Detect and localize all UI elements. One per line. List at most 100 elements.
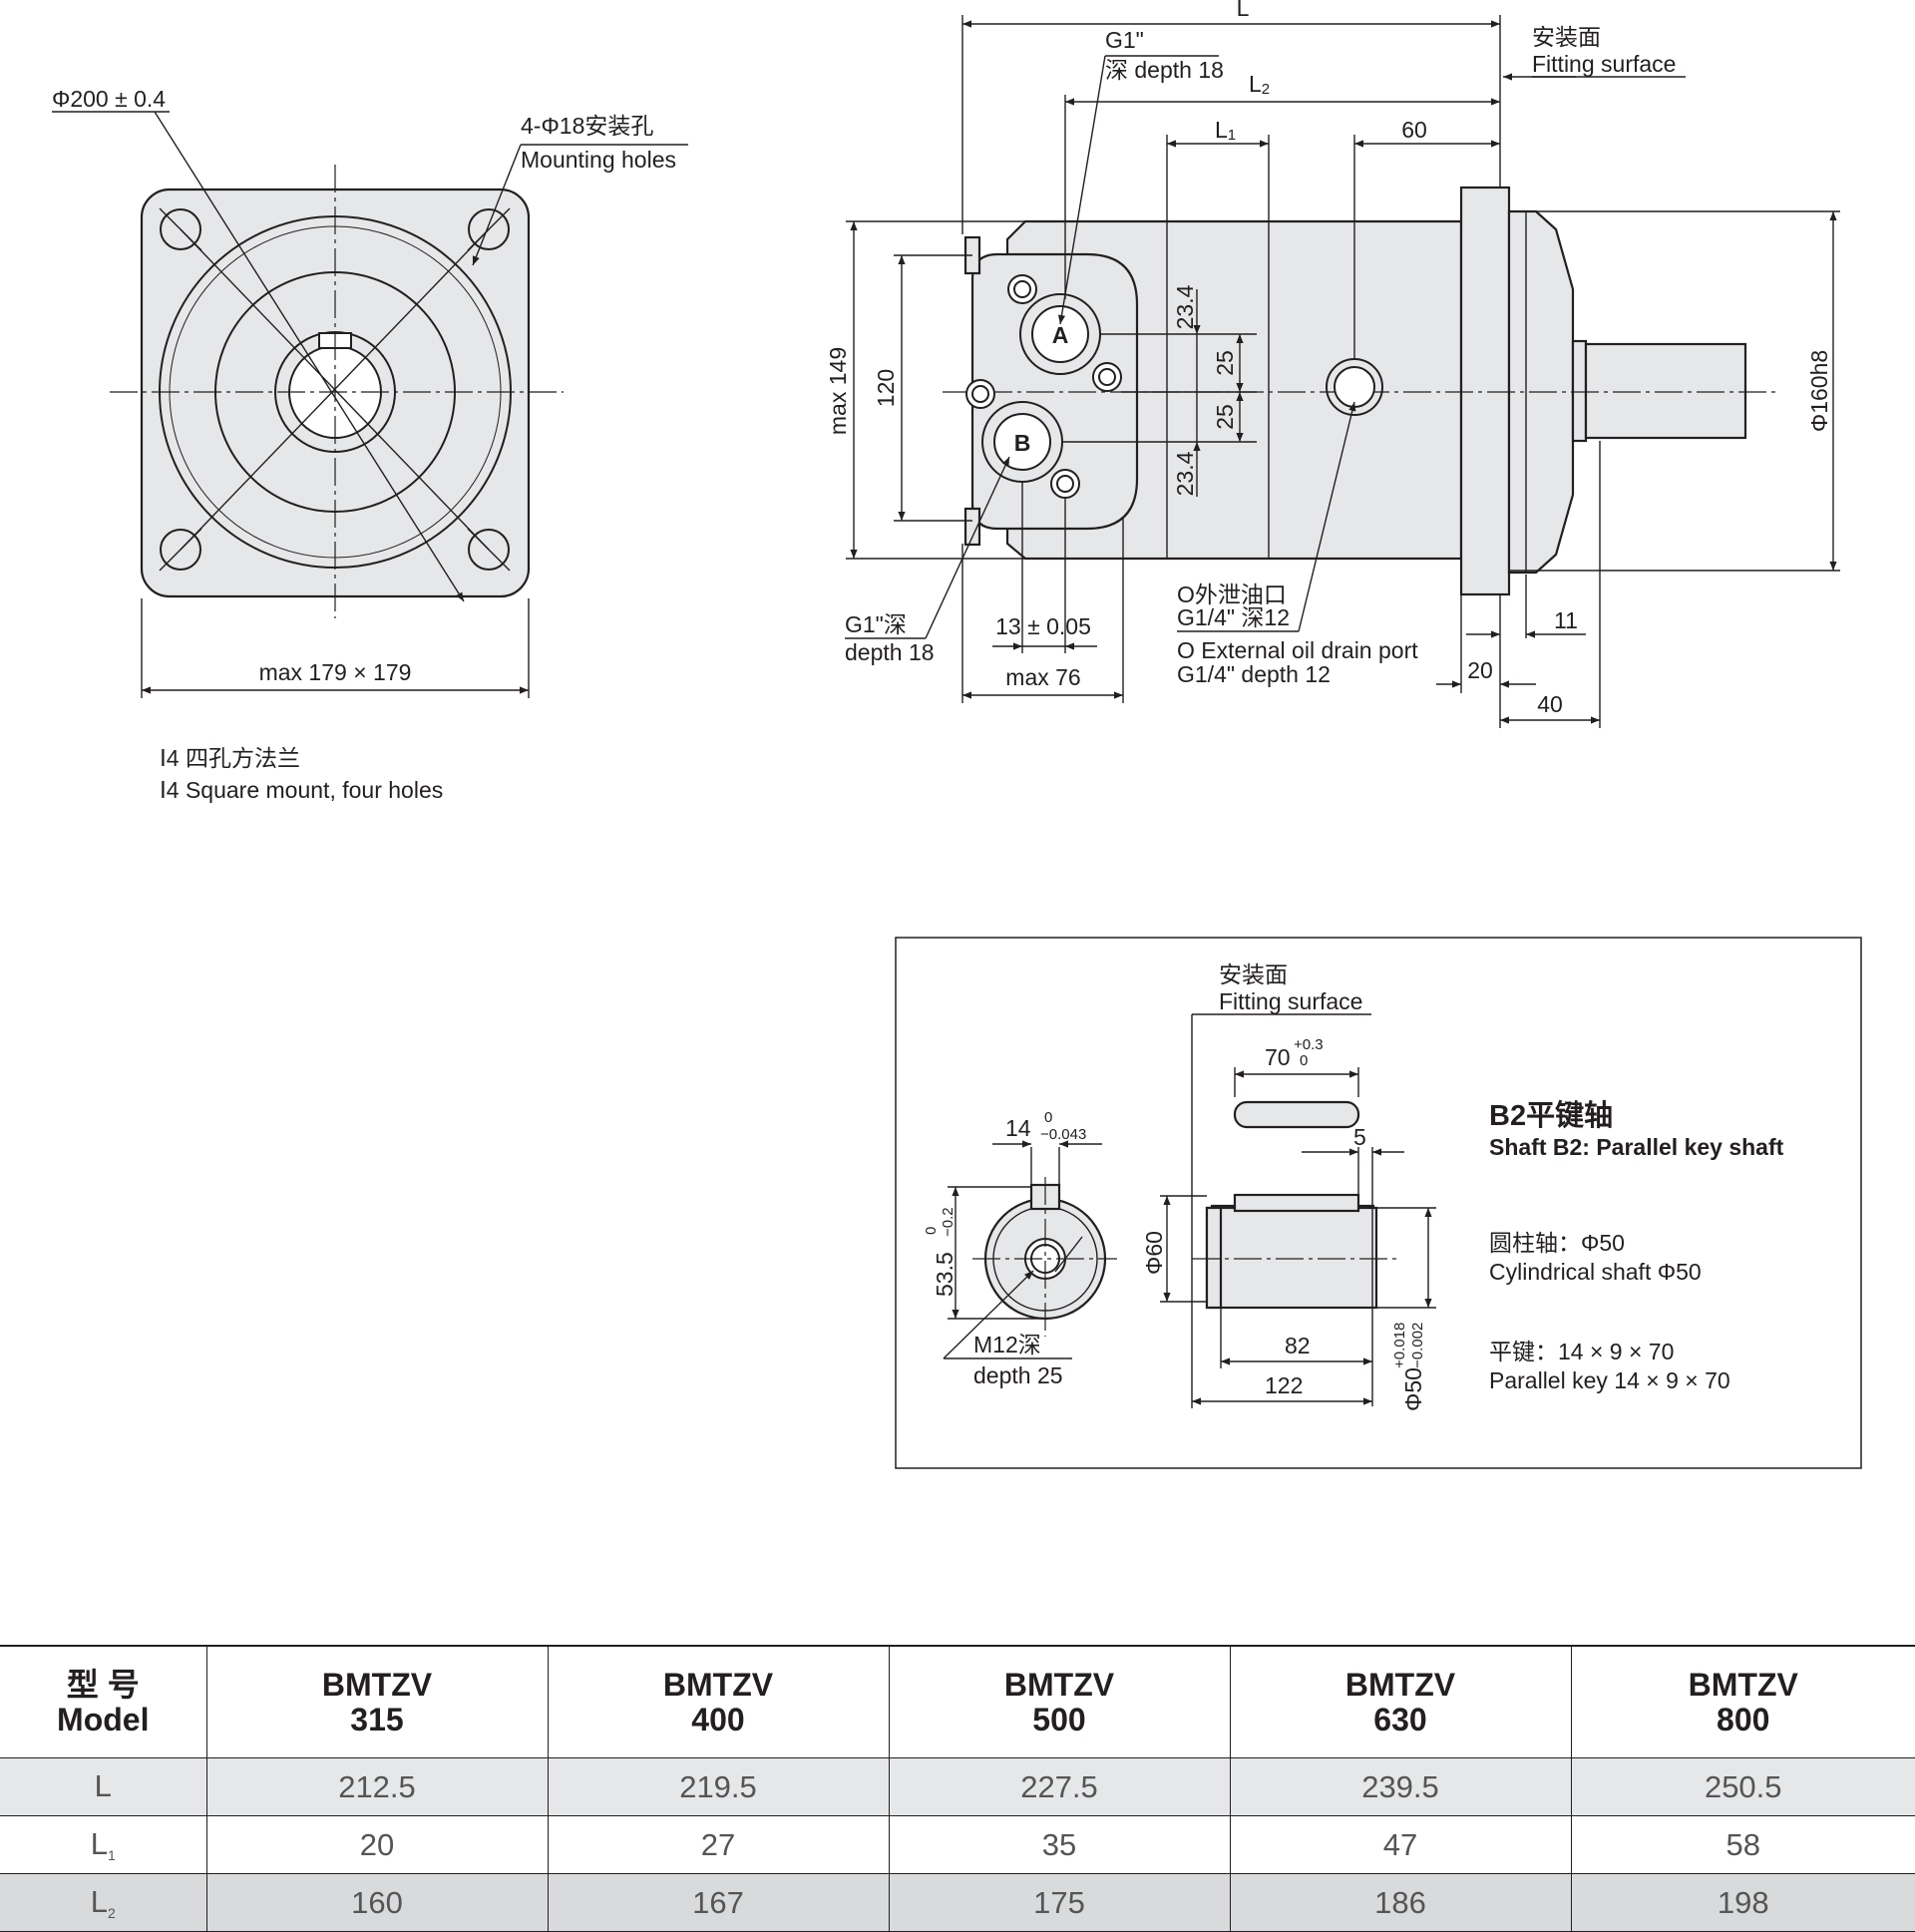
- shaft-collar: [1205, 1206, 1223, 1310]
- table-cell: 212.5: [205, 1757, 549, 1816]
- port-b: [993, 413, 1051, 471]
- g1-top-2: 深 depth 18: [1105, 57, 1224, 83]
- dim-53-5: 53.5: [932, 1252, 958, 1297]
- dim-120: 120: [873, 369, 899, 407]
- table-cell: 219.5: [547, 1757, 890, 1816]
- dim-60: 60: [1401, 117, 1427, 143]
- table-cell: 167: [547, 1873, 890, 1932]
- model-cn: 型 号: [66, 1666, 140, 1703]
- shaft-title-en: Shaft B2: Parallel key shaft: [1489, 1134, 1784, 1160]
- model-size: 630: [1373, 1701, 1427, 1738]
- table-cell: 227.5: [888, 1757, 1231, 1816]
- dim-max76: max 76: [1005, 664, 1080, 690]
- table-row: L2 160 167 175 186 198: [0, 1873, 1915, 1932]
- g1-bottom-2: depth 18: [845, 639, 935, 665]
- dim-13: 13 ± 0.05: [995, 613, 1091, 639]
- port-a-label: A: [1052, 322, 1069, 348]
- holes-cn-label: 4-Φ18安装孔: [521, 113, 653, 139]
- key-en: Parallel key 14 × 9 × 70: [1489, 1367, 1730, 1393]
- table-cell: 160: [205, 1873, 549, 1932]
- shaft-fit-en: Fitting surface: [1219, 988, 1362, 1014]
- model-series: BMTZV: [1003, 1666, 1115, 1703]
- table-cell: 58: [1570, 1815, 1915, 1874]
- dim-L1: L1: [1215, 117, 1236, 144]
- model-series: BMTZV: [662, 1666, 774, 1703]
- table-cell: 35: [888, 1815, 1231, 1874]
- table-cell: 27: [547, 1815, 890, 1874]
- dim-70-upper: +0.3: [1294, 1036, 1324, 1053]
- dim-53-5-upper: 0: [923, 1227, 940, 1235]
- mount-flange: [1459, 186, 1511, 596]
- dim-20: 20: [1467, 657, 1493, 683]
- dim-5: 5: [1353, 1124, 1366, 1150]
- m12-2: depth 25: [973, 1362, 1063, 1388]
- model-series: BMTZV: [1344, 1666, 1456, 1703]
- table-cell: 239.5: [1229, 1757, 1572, 1816]
- model-series: BMTZV: [1688, 1666, 1798, 1703]
- table-cell: 175: [888, 1873, 1231, 1932]
- shaft-body: [1205, 1206, 1378, 1310]
- caption-cn: Ⅰ4 四孔方法兰: [160, 745, 300, 771]
- dim-11: 11: [1554, 607, 1578, 633]
- key-cn: 平键：14 × 9 × 70: [1489, 1339, 1674, 1364]
- row-label: L: [0, 1757, 207, 1816]
- shaft-title-cn: B2平键轴: [1489, 1099, 1613, 1132]
- dim-23-4-bottom: 23.4: [1172, 451, 1198, 496]
- table-cell: 250.5: [1570, 1757, 1915, 1816]
- g1-bottom-1: G1"深: [845, 611, 907, 637]
- dim-50-lower: −0.002: [1409, 1323, 1426, 1368]
- drain-4: G1/4" depth 12: [1177, 661, 1331, 687]
- dim-82: 82: [1285, 1333, 1311, 1358]
- plug-bottom: [963, 507, 981, 547]
- dim-max149: max 149: [825, 347, 851, 435]
- dim-14-lower: −0.043: [1040, 1126, 1086, 1143]
- shaft-fit-cn: 安装面: [1219, 962, 1288, 987]
- table-row: L1 20 27 35 47 58: [0, 1815, 1915, 1874]
- flange-dia-label: Φ200 ± 0.4: [52, 86, 166, 112]
- dim-50: Φ50: [1400, 1367, 1426, 1411]
- holes-en-label: Mounting holes: [521, 147, 676, 173]
- model-size: 500: [1032, 1701, 1086, 1738]
- drain-1: O外泄油口: [1177, 581, 1287, 607]
- cyl-en: Cylindrical shaft Φ50: [1489, 1259, 1702, 1285]
- dim-14-upper: 0: [1044, 1109, 1052, 1126]
- drain-2: G1/4" 深12: [1177, 604, 1290, 630]
- technical-drawing: Φ200 ± 0.4 4-Φ18安装孔 Mounting holes max 1…: [52, 0, 1862, 1469]
- table-cell: 47: [1229, 1815, 1572, 1874]
- dim-25-bottom: 25: [1212, 404, 1238, 430]
- model-en: Model: [57, 1701, 150, 1738]
- dim-L2: L2: [1249, 71, 1270, 98]
- fit-en: Fitting surface: [1532, 51, 1676, 77]
- dim-53-5-lower: −0.2: [940, 1207, 957, 1237]
- dim-23-4-top: 23.4: [1172, 284, 1198, 329]
- dim-25-top: 25: [1212, 350, 1238, 376]
- model-size: 400: [691, 1701, 745, 1738]
- shaft-detail-frame: [895, 937, 1862, 1469]
- model-series: BMTZV: [321, 1666, 433, 1703]
- dim-70: 70: [1265, 1044, 1291, 1070]
- side-view: A B L L2 L1 60 G1" 深 depth 18: [825, 0, 1840, 728]
- table-cell: 186: [1229, 1873, 1572, 1932]
- dim-122: 122: [1265, 1372, 1303, 1398]
- small-ports: [965, 274, 1122, 499]
- max-size-label: max 179 × 179: [259, 659, 412, 685]
- fit-cn: 安装面: [1532, 24, 1601, 50]
- cyl-cn: 圆柱轴：Φ50: [1489, 1230, 1625, 1256]
- dim-160h8: Φ160h8: [1806, 350, 1832, 432]
- table-cell: 198: [1570, 1873, 1915, 1932]
- dim-L: L: [1237, 0, 1250, 21]
- port-b-label: B: [1014, 430, 1031, 456]
- shaft-shoulder: [1571, 339, 1588, 443]
- table-row: L 212.5 219.5 227.5 239.5 250.5: [0, 1757, 1915, 1816]
- dim-50-upper: +0.018: [1391, 1323, 1408, 1368]
- parallel-key: [1233, 1100, 1360, 1129]
- front-view: Φ200 ± 0.4 4-Φ18安装孔 Mounting holes max 1…: [52, 86, 688, 803]
- key-top: [1233, 1193, 1360, 1213]
- drain-3: O External oil drain port: [1177, 637, 1418, 663]
